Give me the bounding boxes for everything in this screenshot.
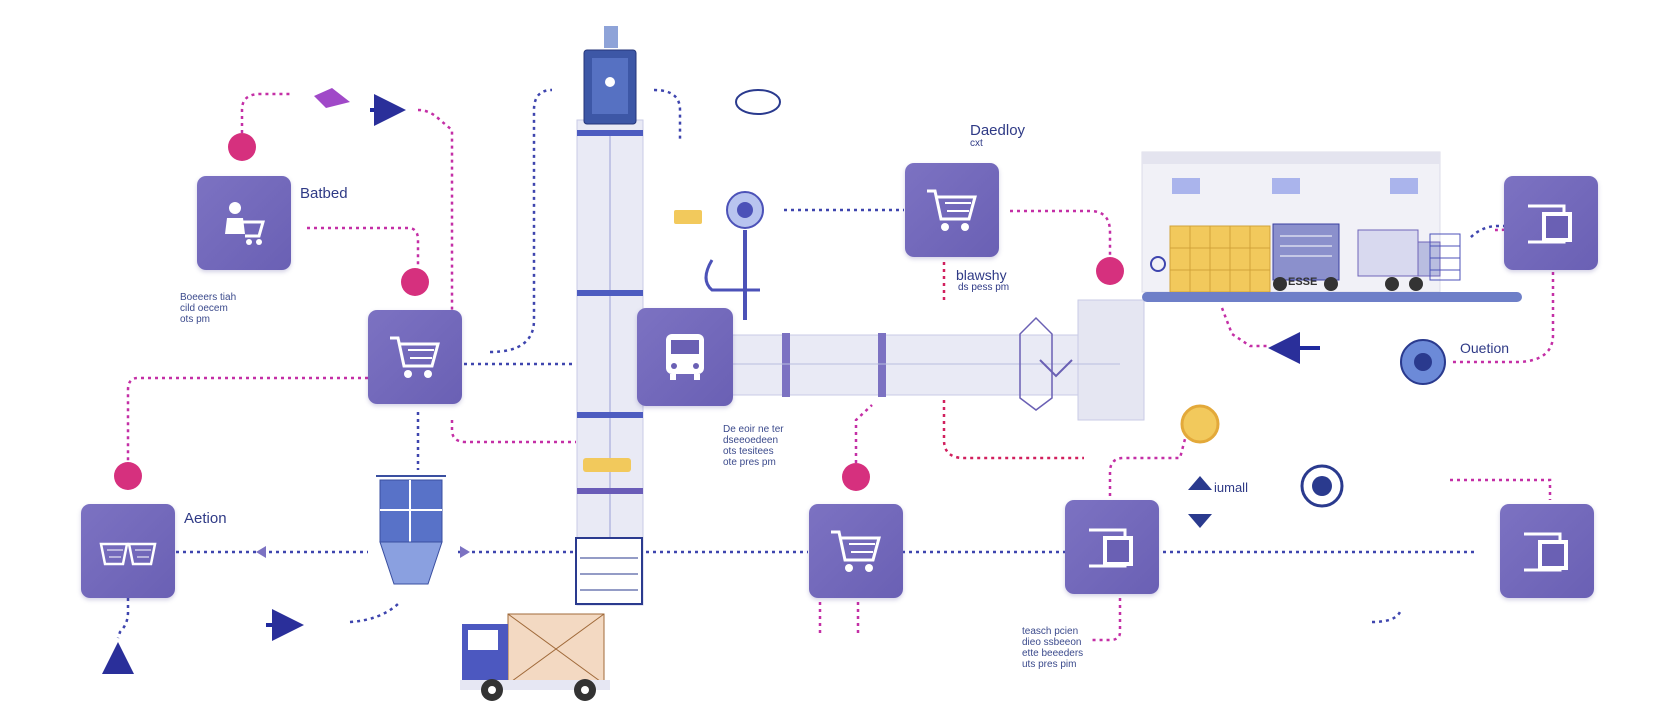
note-line: uts pres pim [1022,659,1077,670]
label-action: Aetion [184,510,227,527]
bus-icon [666,334,704,380]
note-left: Boeeers tiah cild oecem ots pm [180,292,236,325]
note-line: Boeeers tiah [180,292,237,303]
note-line: De eoir ne ter [723,424,784,435]
label-blaveshy: blawshy [956,267,1007,283]
silo-bottom [376,475,446,585]
silo-top [583,26,637,125]
note-line: teasch pcien [1022,626,1079,637]
flow-triangles [256,88,1212,558]
note-line: dseeoedeen [723,435,779,446]
blue-connectors [116,88,1534,639]
shopping-cart-icon [831,530,881,572]
boxes [1169,225,1271,293]
pink-markers [114,133,1124,491]
node-bus[interactable] [637,308,733,406]
red-connectors [942,262,1084,460]
delivery-truck [460,613,610,701]
monitor-icon [1528,204,1572,244]
navy-arrows [102,94,1320,674]
person-with-cart-icon [225,202,265,245]
note-line: dieo ssbeeon [1022,637,1082,648]
note-bottom: teasch pcien dieo ssbeeon ette beeeders … [1022,626,1083,670]
shopping-cart-icon [927,189,977,231]
note-line: ots pm [180,314,211,325]
label-deadby: Daedloy [970,122,1026,139]
shopping-cart-icon [390,336,440,378]
vertical-pipe [576,119,644,606]
horizontal-pipe [699,299,1145,421]
monitor-icon [1524,532,1568,572]
node-cart-bottom[interactable] [809,504,903,598]
note-center: De eoir ne ter dseeoedeen ots tesitees o… [723,424,784,468]
note-line: ette beeeders [1022,648,1084,659]
node-batched[interactable] [197,176,291,270]
node-baskets[interactable] [81,504,175,598]
warehouse [1141,151,1522,302]
label-ouetion: Ouetion [1460,340,1510,356]
monitor-icon [1089,528,1133,568]
label-blaveshy-sub: ds pess pm [958,282,1010,293]
node-monitor-bottom-right[interactable] [1500,504,1594,598]
node-cart-top[interactable] [905,163,999,257]
note-line: ote pres pm [723,457,776,468]
node-monitor-mid[interactable] [1065,500,1159,594]
node-cart-left[interactable] [368,310,462,404]
label-deadby-sub: cxt [970,138,983,149]
note-line: ots tesitees [723,446,774,457]
node-monitor-top-right[interactable] [1504,176,1598,270]
baskets-icon [99,542,157,566]
decorations [575,89,1446,605]
note-line: cild oecem [180,303,228,314]
label-batched: Batbed [300,185,348,202]
label-iumall: iumall [1214,480,1248,495]
label-truck-plate: ESSE [1288,276,1318,288]
